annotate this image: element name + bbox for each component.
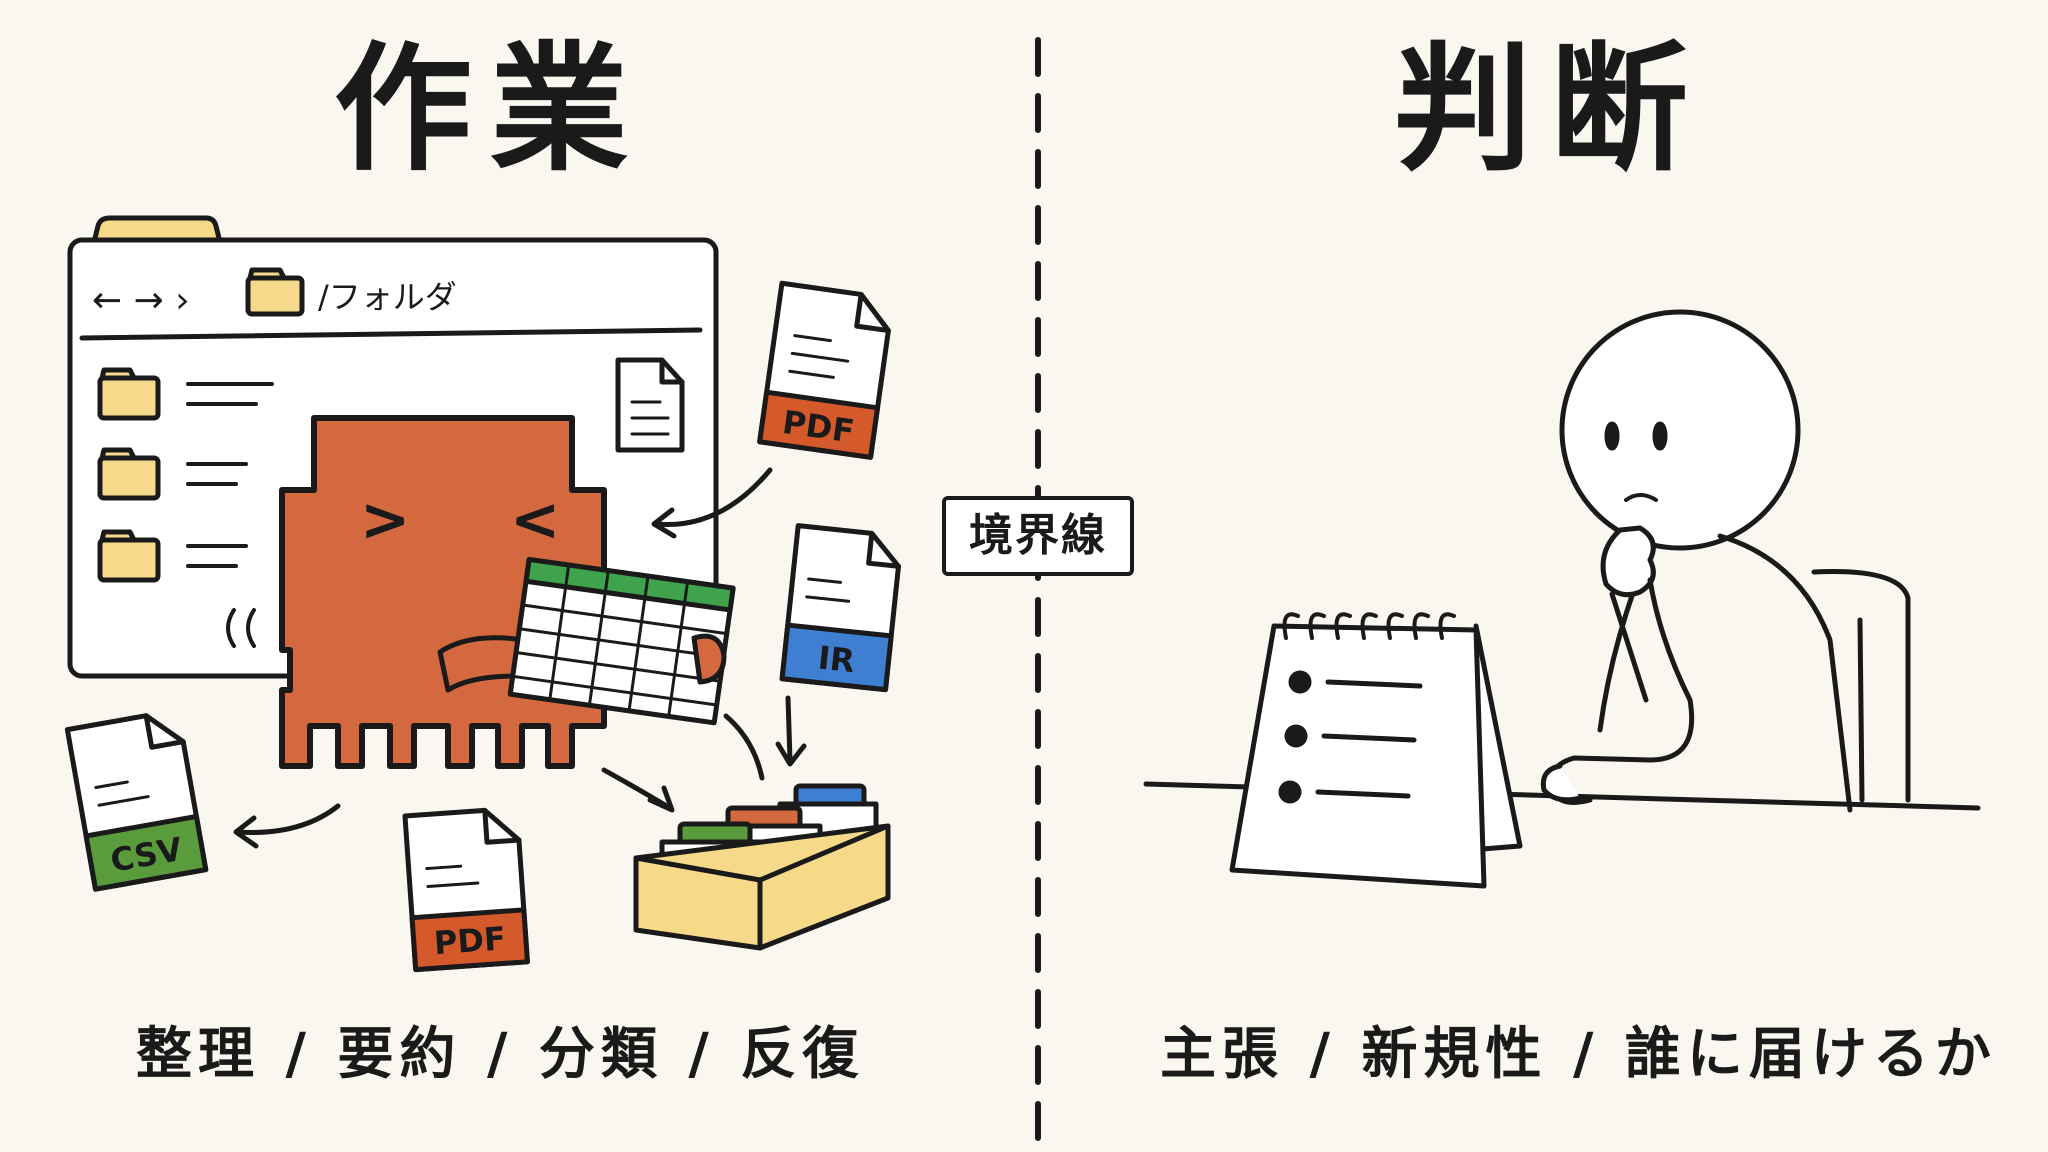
calendar-bullet [1288, 670, 1312, 694]
person-eye-left [1604, 421, 1620, 451]
chair-edge [1857, 617, 1865, 803]
pdf-label-band [757, 389, 881, 460]
calendar-rings [1282, 612, 1456, 640]
csv-file: CSV [64, 713, 209, 892]
calendar-bullet [1284, 724, 1308, 748]
person-figure [1540, 309, 1853, 813]
ir-file: IR [779, 523, 901, 693]
window-toolbar-divider [79, 327, 703, 341]
right-caption: 主張 / 新規性 / 誰に届けるか [1160, 1022, 1997, 1087]
left-heading: 作業 [333, 29, 646, 190]
card-file-box [633, 783, 891, 951]
pdf-label-band [409, 907, 530, 973]
folder-row [97, 447, 248, 501]
motion-mark [226, 608, 236, 648]
person-body [1717, 533, 1853, 813]
pdf-file-top: PDF [757, 280, 891, 460]
person-hand-desk [1540, 763, 1583, 803]
chair-back [1811, 569, 1911, 803]
spreadsheet-header-row [523, 556, 736, 613]
calendar-line [1321, 733, 1417, 743]
arrow-head [651, 507, 677, 539]
csv-label-band [83, 814, 209, 892]
calendar-line [1325, 679, 1423, 689]
calendar-line [1315, 789, 1411, 799]
right-heading: 判断 [1393, 29, 1706, 190]
calendar-front [1229, 623, 1487, 889]
mascot-eye-left: > [360, 485, 410, 555]
arrow-ir-to-box [785, 695, 793, 763]
pdf-file-bottom: PDF [402, 807, 530, 973]
person-hand-chin [1600, 525, 1656, 598]
person-mouth [1624, 493, 1658, 502]
arrow-mascot-to-csv [235, 803, 341, 835]
ir-file-label: IR [816, 639, 856, 681]
boundary-label: 境界線 [942, 496, 1134, 576]
arrow-head [233, 815, 259, 849]
person-forearm [1609, 577, 1693, 703]
person-head [1559, 309, 1801, 551]
document-icon [615, 357, 685, 453]
pdf-file-label: PDF [433, 919, 507, 962]
mascot-eye-right: < [510, 485, 560, 555]
left-caption: 整理 / 要約 / 分類 / 反復 [136, 1022, 865, 1087]
spreadsheet-sheet [507, 556, 736, 726]
calendar-bullet [1278, 780, 1302, 804]
arrow-head [647, 785, 675, 813]
ir-label-band [779, 622, 894, 693]
arrow-head [775, 741, 807, 767]
desk-calendar [1229, 612, 1523, 889]
person-eye-right [1652, 421, 1668, 451]
folder-row [97, 367, 274, 421]
window-path-folder-icon [245, 267, 305, 317]
arrow-pdf-to-window [653, 467, 773, 528]
window-path-text: /フォルダ [318, 278, 457, 316]
folder-row [97, 529, 248, 583]
arrow-sheet-to-box [723, 713, 765, 781]
mascot-hand-right [691, 633, 727, 685]
motion-mark [246, 608, 256, 648]
window-nav-arrows: ← → › [92, 280, 190, 321]
